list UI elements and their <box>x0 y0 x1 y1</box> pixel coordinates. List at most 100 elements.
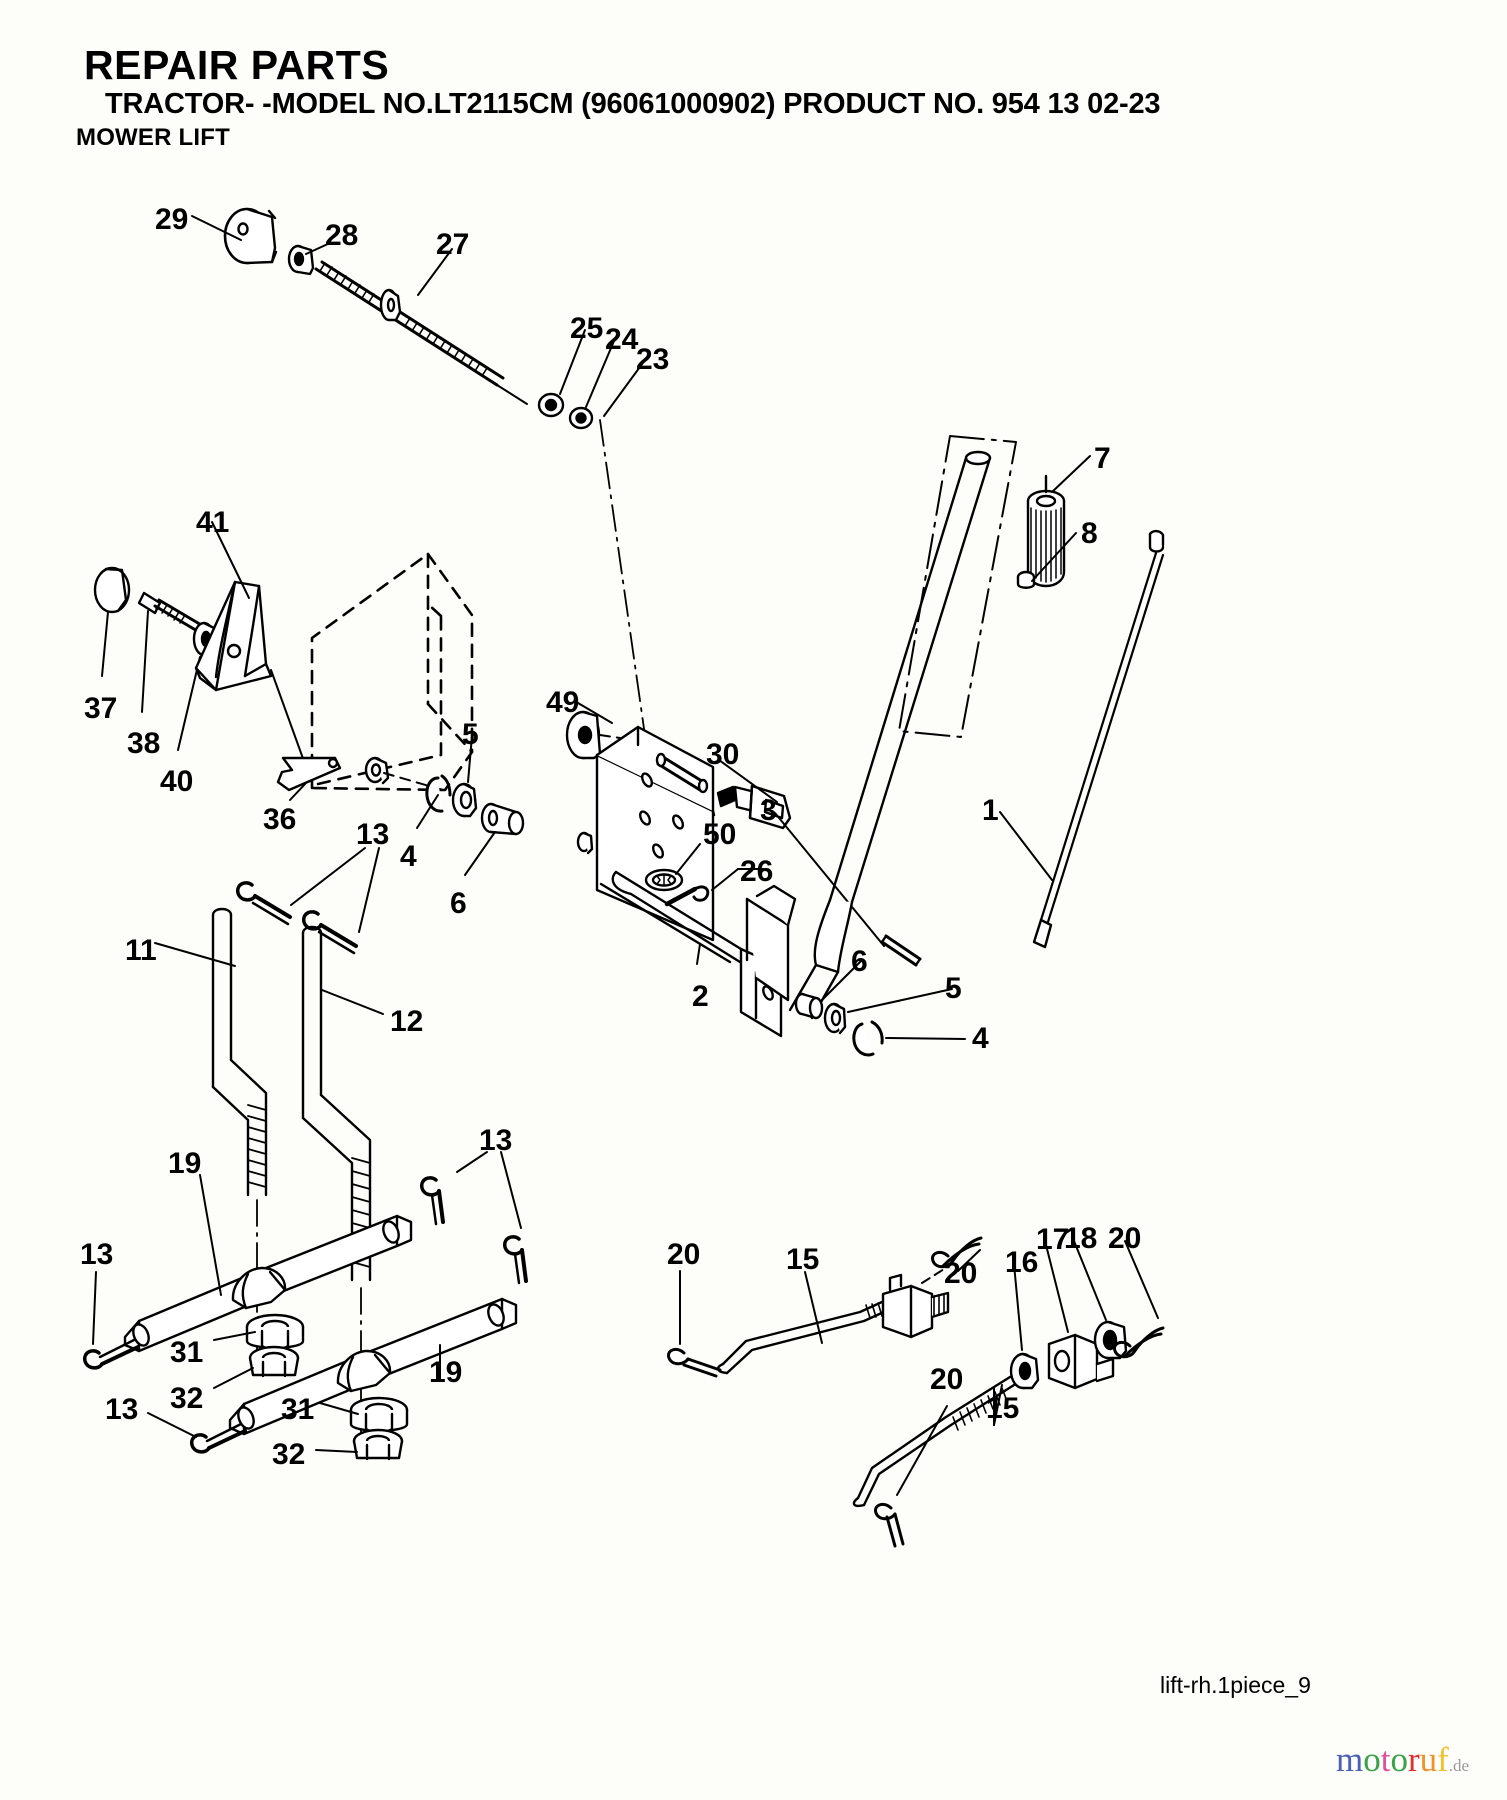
part-20-hairpin-right <box>1113 1326 1165 1359</box>
callout-19-upper: 19 <box>168 1147 202 1180</box>
part-19-lift-arm-lower <box>228 1297 518 1436</box>
part-32-nut-lower <box>352 1428 404 1461</box>
part-37-cap <box>93 566 131 614</box>
callout-13-a: 13 <box>356 818 390 851</box>
callout-37: 37 <box>84 692 118 725</box>
callout-20-c: 20 <box>1108 1222 1142 1255</box>
callout-20-d: 20 <box>930 1363 964 1396</box>
hidden-console-outline <box>310 552 474 792</box>
part-29-knob <box>223 207 278 265</box>
callout-4-left: 4 <box>400 840 417 873</box>
callout-2: 2 <box>692 980 709 1013</box>
part-25-washer <box>537 392 565 418</box>
part-20-hairpin-lower <box>874 1502 905 1548</box>
part-36-clip <box>276 756 342 792</box>
part-5-washer-right <box>823 1002 847 1035</box>
callout-20-a: 20 <box>667 1238 701 1271</box>
logo-letter-u: u <box>1419 1740 1438 1779</box>
part-19-lift-arm-upper <box>123 1214 413 1353</box>
section-subtitle: MOWER LIFT <box>76 124 230 151</box>
callout-13-b: 13 <box>479 1124 513 1157</box>
callout-5-left: 5 <box>462 718 479 751</box>
part-12-lift-link <box>301 925 372 1282</box>
part-20-hairpin-left <box>667 1347 722 1378</box>
callout-13-d: 13 <box>105 1393 139 1426</box>
part-27-washer <box>379 288 402 322</box>
lever-handle <box>788 450 992 1020</box>
callout-41: 41 <box>196 506 230 539</box>
part-3-roll-pin <box>880 934 922 967</box>
callout-32-upper: 32 <box>170 1382 204 1415</box>
callout-4-right: 4 <box>972 1022 989 1055</box>
motoruf-logo: motoruf.de <box>1336 1742 1469 1777</box>
part-6-bushing-right <box>794 992 824 1020</box>
logo-letter-o2: o <box>1390 1740 1408 1779</box>
callout-13-c: 13 <box>80 1238 114 1271</box>
callout-8: 8 <box>1081 517 1098 550</box>
callout-3: 3 <box>760 794 777 827</box>
logo-letter-m: m <box>1336 1740 1364 1779</box>
part-7-handle-grip <box>1026 474 1066 588</box>
logo-letter-r: r <box>1407 1740 1420 1779</box>
pivot-bushing-left <box>364 756 390 785</box>
part-17-trunnion-upper <box>881 1273 950 1339</box>
part-30-adjuster-bolt <box>716 784 792 830</box>
callout-15-lower: 15 <box>986 1392 1020 1425</box>
part-16-washer <box>1009 1352 1040 1390</box>
callout-25: 25 <box>570 312 604 345</box>
part-32-nut-upper <box>248 1345 300 1378</box>
logo-letter-o1: o <box>1363 1740 1381 1779</box>
logo-tld: .de <box>1448 1756 1470 1775</box>
callout-20-b: 20 <box>944 1257 978 1290</box>
part-18-nut <box>1093 1320 1128 1360</box>
model-subtitle: TRACTOR- -MODEL NO.LT2115CM (96061000902… <box>105 88 1161 120</box>
part-50-lock-washer <box>644 868 684 892</box>
callout-36: 36 <box>263 803 297 836</box>
callout-11: 11 <box>125 934 157 967</box>
callout-6-left: 6 <box>450 887 467 920</box>
callout-31-upper: 31 <box>170 1336 204 1369</box>
callout-29: 29 <box>155 203 189 236</box>
callout-6-right: 6 <box>851 945 868 978</box>
callout-30: 30 <box>706 738 740 771</box>
callout-16: 16 <box>1005 1246 1039 1279</box>
part-13-hairpin-left-b <box>190 1422 247 1454</box>
part-20-hairpin-upper <box>931 1236 983 1269</box>
callout-1: 1 <box>982 794 999 827</box>
small-washer-plate <box>576 831 594 855</box>
part-28-nut <box>287 244 315 276</box>
part-26-cotter-pin <box>664 885 710 907</box>
part-13-hairpin-upper-a <box>236 881 292 926</box>
logo-letter-f: f <box>1437 1740 1449 1779</box>
part-13-hairpin-left-a <box>83 1338 140 1370</box>
callout-31-lower: 31 <box>281 1393 315 1426</box>
callout-15-upper: 15 <box>786 1243 820 1276</box>
callout-38: 38 <box>127 727 161 760</box>
part-17-trunnion-lower <box>1047 1333 1115 1390</box>
part-5-washer-left <box>451 782 478 818</box>
part-31-bushing-lower <box>349 1396 409 1433</box>
part-1-rod <box>1032 529 1165 949</box>
page-title: REPAIR PARTS <box>84 42 390 88</box>
part-15-suspension-rod-upper <box>717 1300 889 1375</box>
callout-49: 49 <box>546 686 580 719</box>
callout-12: 12 <box>390 1005 424 1038</box>
callout-40: 40 <box>160 765 194 798</box>
callout-28: 28 <box>325 219 359 252</box>
callout-5-right: 5 <box>945 972 962 1005</box>
part-8-cap <box>1016 570 1036 589</box>
part-41-gauge-wheel-bracket <box>194 580 273 692</box>
part-4-retaining-ring <box>425 774 452 813</box>
figure-code: lift-rh.1piece_9 <box>1160 1672 1311 1698</box>
callout-23: 23 <box>636 343 670 376</box>
callout-26: 26 <box>740 855 774 888</box>
callout-24: 24 <box>605 323 639 356</box>
callout-18: 18 <box>1064 1222 1098 1255</box>
part-27-lift-rod <box>314 260 528 405</box>
callout-19-lower: 19 <box>429 1356 463 1389</box>
part-11-lift-link <box>211 907 268 1197</box>
callout-17: 17 <box>1036 1223 1070 1256</box>
part-24-washer <box>568 406 594 430</box>
part-13-hairpin-upper-b <box>302 910 358 955</box>
